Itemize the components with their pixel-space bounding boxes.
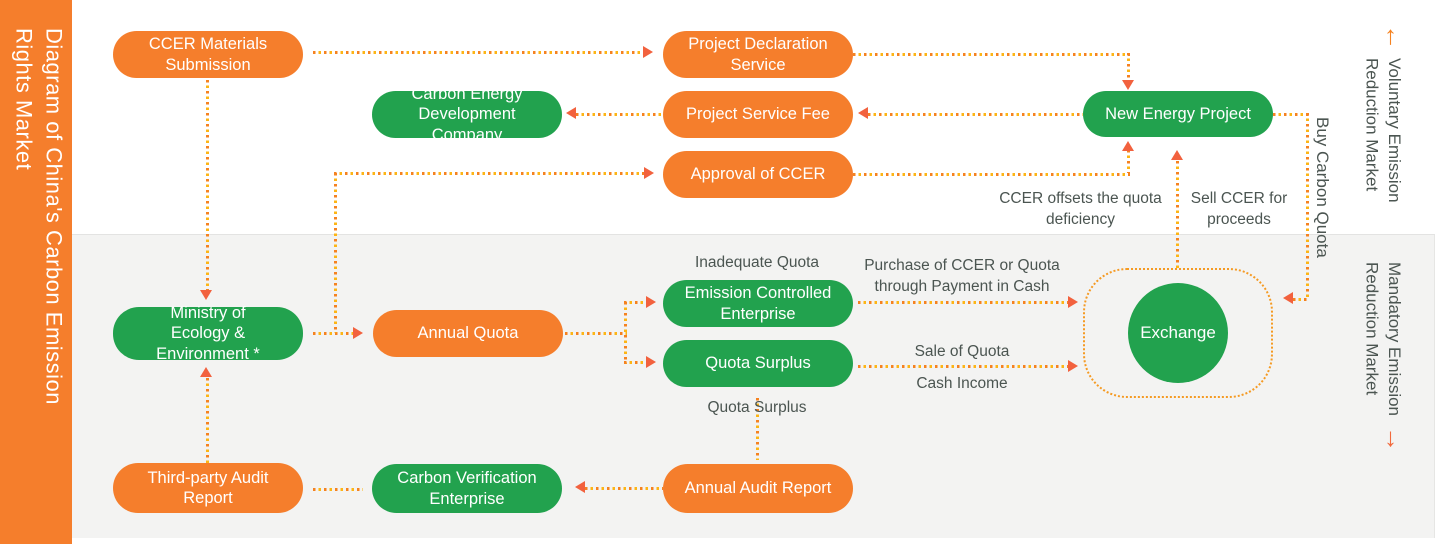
connector-quota-out <box>565 332 627 335</box>
label-quota-surplus: Quota Surplus <box>707 399 807 416</box>
connector-newenergy-to-exchange-h2 <box>1293 298 1309 301</box>
mandatory-down-arrow-icon: ↓ <box>1384 422 1397 452</box>
arrow-right-icon <box>1068 296 1078 308</box>
node-label: Project Declaration Service <box>688 35 828 74</box>
label-ccer-offsets: CCER offsets the quota deficiency <box>999 190 1162 228</box>
node-label: Approval of CCER <box>690 165 826 184</box>
node-approval-of-ccer: Approval of CCER <box>663 151 853 198</box>
node-annual-audit-report: Annual Audit Report <box>663 464 853 513</box>
connector-ccer-to-ministry <box>206 80 209 290</box>
connector-approval-to-newenergy-h <box>853 173 1130 176</box>
arrow-right-icon <box>646 356 656 368</box>
connector-ministry-out <box>313 332 353 335</box>
arrow-left-icon <box>1283 292 1293 304</box>
arrow-left-icon <box>566 107 576 119</box>
label-voluntary-line2: Reduction Market <box>1362 58 1382 192</box>
node-label: Exchange <box>1140 323 1216 342</box>
node-exchange: Exchange <box>1128 283 1228 383</box>
connector-verification-to-thirdparty <box>313 488 363 491</box>
arrow-right-icon <box>353 327 363 339</box>
node-label: Carbon Energy Development Company <box>411 84 523 144</box>
connector-approval-to-newenergy-v <box>1127 150 1130 173</box>
connector-thirdparty-to-ministry <box>206 378 209 463</box>
exchange-frame <box>1083 268 1273 398</box>
connector-declaration-to-newenergy-h <box>853 53 1130 56</box>
label-mandatory-market: Mandatory Emission Reduction Market <box>1360 262 1405 422</box>
connector-ece-to-exchange <box>858 301 1068 304</box>
node-label: New Energy Project <box>1105 104 1251 123</box>
node-carbon-energy-development-company: Carbon Energy Development Company <box>372 85 562 144</box>
label-voluntary-market: Voluntary Emission Reduction Market <box>1360 58 1405 218</box>
label-inadequate-quota: Inadequate Quota <box>694 254 820 271</box>
node-annual-quota: Annual Quota <box>373 310 563 357</box>
diagram-title-line1: Diagram of China's Carbon Emission <box>41 28 67 406</box>
node-ccer-materials-submission: CCER Materials Submission <box>113 31 303 78</box>
connector-newenergy-to-exchange-v <box>1306 113 1309 300</box>
node-project-declaration-service: Project Declaration Service <box>663 31 853 78</box>
diagram-title-line2: Rights Market <box>11 28 37 171</box>
label-sale-of-quota: Sale of Quota <box>914 343 1010 360</box>
arrow-up-icon <box>200 367 212 377</box>
connector-surplus-to-exchange <box>858 365 1068 368</box>
connector-quota-split-v <box>624 302 627 364</box>
connector-exchange-to-newenergy <box>1176 161 1179 268</box>
arrow-right-icon <box>646 296 656 308</box>
arrow-down-icon <box>200 290 212 300</box>
connector-audit-to-surplus <box>756 398 759 460</box>
node-label-line1: Ministry of <box>170 303 246 322</box>
title-bar: Diagram of China's Carbon Emission Right… <box>0 0 72 544</box>
connector-ministry-to-approval-h <box>334 172 644 175</box>
connector-newenergy-to-exchange-h1 <box>1273 113 1309 116</box>
label-mandatory-line2: Reduction Market <box>1362 262 1382 396</box>
arrow-up-icon <box>1122 141 1134 151</box>
connector-declaration-to-newenergy-v <box>1127 53 1130 81</box>
arrow-right-icon <box>1068 360 1078 372</box>
diagram-title: Diagram of China's Carbon Emission Right… <box>8 28 69 534</box>
label-cash-income: Cash Income <box>916 375 1008 392</box>
arrow-right-icon <box>644 167 654 179</box>
connector-quota-to-ece <box>624 301 646 304</box>
node-label: Quota Surplus <box>705 354 811 373</box>
arrow-left-icon <box>575 481 585 493</box>
voluntary-up-arrow-icon: ↑ <box>1384 20 1397 50</box>
label-purchase-of-ccer: Purchase of CCER or Quota through Paymen… <box>864 257 1060 295</box>
node-carbon-verification-enterprise: Carbon Verification Enterprise <box>372 464 562 513</box>
node-ministry-of-ecology-environment: Ministry of Ecology & Environment * <box>113 304 303 363</box>
node-label: Project Service Fee <box>686 105 830 124</box>
node-label: Third-party Audit Report <box>147 468 269 507</box>
label-voluntary-line1: Voluntary Emission <box>1384 58 1404 203</box>
label-mandatory-line1: Mandatory Emission <box>1384 262 1404 417</box>
label-sell-ccer: Sell CCER for proceeds <box>1190 190 1288 228</box>
connector-ministry-to-approval-v <box>334 173 337 333</box>
node-label: Emission Controlled Enterprise <box>684 284 832 323</box>
node-quota-surplus: Quota Surplus <box>663 340 853 387</box>
arrow-left-icon <box>858 107 868 119</box>
node-label: Annual Audit Report <box>684 479 832 498</box>
arrow-down-icon <box>1122 80 1134 90</box>
arrow-up-icon <box>1171 150 1183 160</box>
connector-audit-to-verification <box>585 487 663 490</box>
connector-quota-to-surplus <box>624 361 646 364</box>
connector-servicefee-to-carbonenergy <box>576 113 663 116</box>
node-label: CCER Materials Submission <box>148 35 268 74</box>
label-buy-carbon-quota: Buy Carbon Quota <box>1313 117 1332 258</box>
node-label: Annual Quota <box>417 324 519 343</box>
node-emission-controlled-enterprise: Emission Controlled Enterprise <box>663 280 853 327</box>
node-project-service-fee: Project Service Fee <box>663 91 853 138</box>
arrow-right-icon <box>643 46 653 58</box>
node-label-line2: Ecology & Environment * <box>156 324 260 363</box>
node-label: Carbon Verification Enterprise <box>397 469 537 508</box>
node-new-energy-project: New Energy Project <box>1083 91 1273 137</box>
connector-ccer-to-declaration <box>313 51 643 54</box>
node-third-party-audit-report: Third-party Audit Report <box>113 463 303 513</box>
connector-newenergy-to-servicefee <box>868 113 1083 116</box>
